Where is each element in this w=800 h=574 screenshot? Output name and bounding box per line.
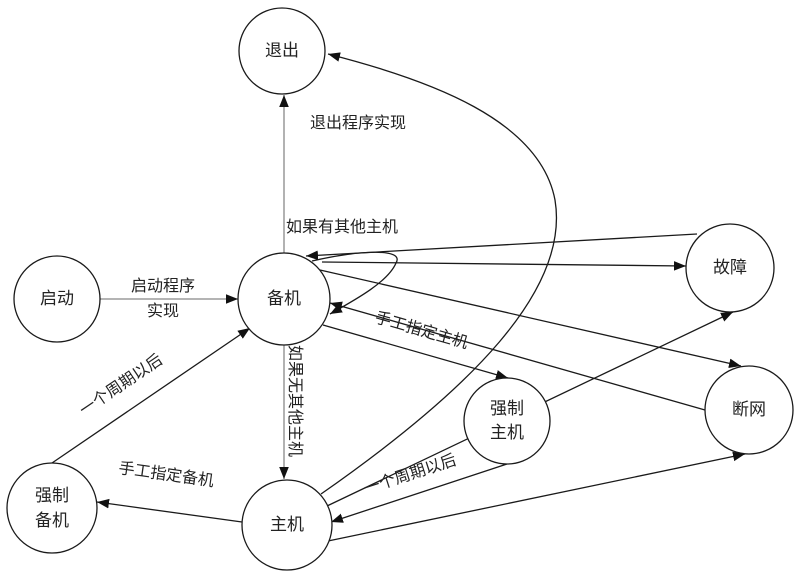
edge-fault-to-standby [305, 233, 698, 261]
node-fault-label: 故障 [713, 258, 747, 278]
label-forced-master-to-master: 一个周期以后 [361, 450, 458, 498]
node-standby: 备机 [237, 252, 331, 346]
node-start: 启动 [13, 255, 101, 343]
label-master-to-forced-standby: 手工指定备机 [117, 458, 215, 490]
edge-master-to-exit [320, 52, 558, 495]
node-forced-master-label-line2: 主机 [490, 423, 524, 443]
node-network-down-label: 断网 [732, 400, 766, 420]
edge-network-down-to-standby [329, 301, 706, 411]
label-forced-standby-to-standby: 一个周期以后 [76, 350, 166, 419]
edge-standby-to-forced-master [322, 324, 509, 380]
edge-master-to-forced-standby [96, 498, 243, 523]
label-standby-to-master: 如果无其他主机 [286, 345, 305, 457]
edge-forced-master-to-master [330, 463, 508, 523]
edge-standby-to-fault [321, 261, 687, 271]
edge-forced-standby-to-standby [51, 327, 251, 464]
node-master-label: 主机 [270, 515, 304, 535]
edge-standby-to-network-down [319, 269, 742, 369]
label-standby-to-exit: 退出程序实现 [310, 113, 406, 132]
label-start-to-standby-line2: 实现 [147, 301, 179, 320]
node-exit-label: 退出 [265, 41, 299, 61]
node-fault: 故障 [685, 223, 775, 313]
edge-master-to-network-down [327, 451, 746, 542]
label-standby-self-loop: 如果有其他主机 [286, 217, 398, 236]
node-standby-label: 备机 [267, 289, 301, 309]
node-exit: 退出 [238, 7, 326, 95]
node-forced-master: 强制 主机 [463, 377, 551, 465]
node-forced-master-label-line1: 强制 [490, 399, 524, 419]
node-forced-standby: 强制 备机 [6, 462, 98, 554]
node-master: 主机 [241, 479, 333, 571]
label-start-to-standby-line1: 启动程序 [131, 276, 195, 295]
node-network-down: 断网 [704, 365, 794, 455]
node-forced-standby-label-line1: 强制 [35, 486, 69, 506]
node-start-label: 启动 [40, 289, 74, 309]
node-forced-standby-label-line2: 备机 [35, 511, 69, 531]
label-standby-to-forced-master: 手工指定主机 [373, 308, 471, 353]
